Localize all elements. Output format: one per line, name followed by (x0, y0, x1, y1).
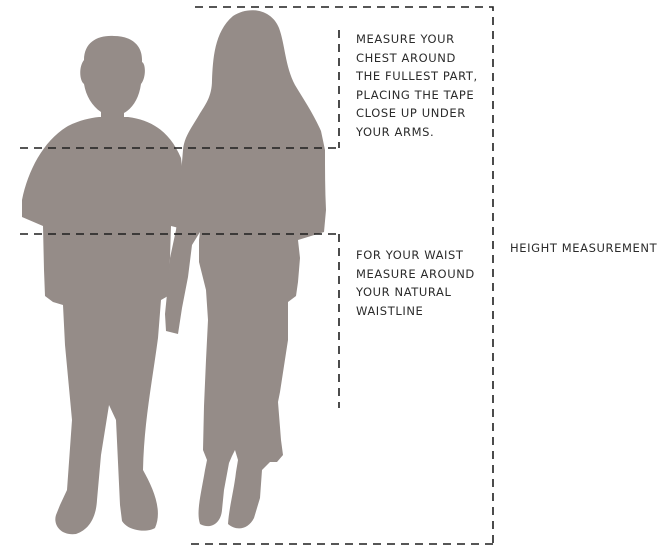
waist-instruction-line: MEASURE AROUND (356, 265, 475, 284)
chest-instruction-text: MEASURE YOUR CHEST AROUND THE FULLEST PA… (356, 30, 478, 141)
boy-head (80, 36, 145, 121)
chest-instruction-line: YOUR ARMS. (356, 123, 478, 142)
chest-instruction-line: CHEST AROUND (356, 49, 478, 68)
chest-instruction-line: MEASURE YOUR (356, 30, 478, 49)
girl-body (165, 10, 326, 528)
waist-instruction-line: WAISTLINE (356, 302, 475, 321)
waist-instruction-text: FOR YOUR WAIST MEASURE AROUND YOUR NATUR… (356, 246, 475, 320)
girl-silhouette (165, 10, 326, 528)
boy-body (22, 117, 188, 534)
height-measurement-label: HEIGHT MEASUREMENT (510, 239, 657, 258)
boy-silhouette (22, 36, 188, 534)
chest-instruction-line: PLACING THE TAPE (356, 86, 478, 105)
chest-instruction-line: THE FULLEST PART, (356, 67, 478, 86)
waist-instruction-line: FOR YOUR WAIST (356, 246, 475, 265)
waist-instruction-line: YOUR NATURAL (356, 283, 475, 302)
chest-instruction-line: CLOSE UP UNDER (356, 104, 478, 123)
